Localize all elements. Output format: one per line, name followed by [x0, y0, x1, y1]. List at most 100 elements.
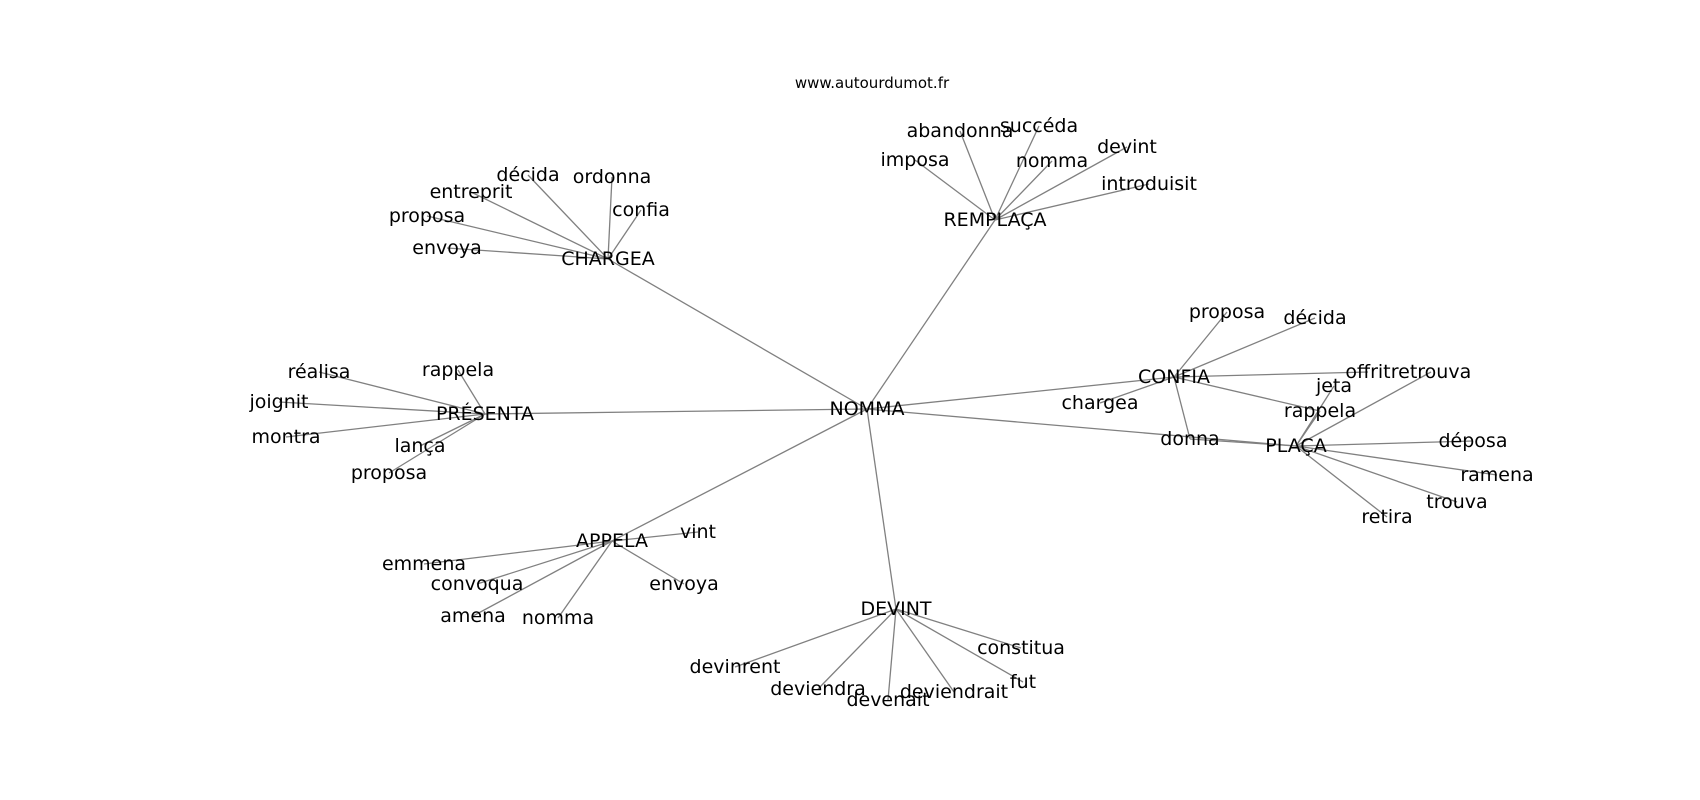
edge-devint-0 [895, 608, 1022, 649]
node-hub-placa[interactable]: PLAÇA [1265, 435, 1326, 457]
node-leaf-appela-5[interactable]: nomma [522, 607, 594, 629]
edge-remplaca-4 [994, 146, 1128, 221]
node-leaf-remplaca-5[interactable]: introduisit [1101, 173, 1197, 195]
edge-placa-7 [1189, 438, 1297, 447]
node-hub-remplaca[interactable]: REMPLAÇA [943, 209, 1046, 231]
node-leaf-appela-0[interactable]: vint [680, 521, 716, 543]
edge-devint-4 [895, 608, 955, 693]
node-leaf-devint-5[interactable]: devenait [846, 689, 929, 711]
node-leaf-placa-0[interactable]: retrouva [1391, 361, 1471, 383]
node-leaf-confia-4[interactable]: rappela [1284, 400, 1356, 422]
node-leaf-remplaca-0[interactable]: abandonna [907, 120, 1014, 142]
edge-presenta-1 [457, 369, 486, 415]
node-leaf-chargea-4[interactable]: confia [612, 199, 670, 221]
edge-confia-2 [1099, 376, 1175, 404]
node-leaf-placa-4[interactable]: ramena [1460, 464, 1533, 486]
node-leaf-confia-5[interactable]: offrit [1345, 361, 1390, 383]
node-leaf-presenta-1[interactable]: rappela [422, 359, 494, 381]
edge-center-chargea [607, 258, 868, 410]
edge-chargea-0 [527, 174, 609, 260]
edge-confia-0 [1173, 311, 1228, 378]
edge-devint-2 [895, 608, 1024, 683]
edge-chargea-4 [607, 209, 642, 260]
edge-placa-0 [1295, 371, 1432, 447]
node-leaf-remplaca-2[interactable]: imposa [880, 149, 949, 171]
edge-presenta-4 [419, 413, 486, 447]
edge-confia-1 [1173, 317, 1316, 378]
edge-chargea-3 [426, 215, 609, 260]
edge-remplaca-2 [914, 159, 996, 221]
node-leaf-placa-6[interactable]: retira [1361, 506, 1412, 528]
edge-appela-2 [476, 540, 613, 585]
edge-center-appela [611, 408, 868, 542]
node-leaf-appela-1[interactable]: emmena [382, 553, 466, 575]
node-leaf-presenta-0[interactable]: réalisa [288, 361, 351, 383]
edge-appela-5 [557, 540, 613, 619]
edge-placa-5 [1295, 445, 1458, 503]
edge-presenta-5 [388, 413, 486, 474]
node-leaf-appela-2[interactable]: convoqua [431, 573, 524, 595]
edge-devint-1 [734, 608, 897, 668]
edge-appela-4 [472, 540, 613, 617]
edge-chargea-1 [607, 176, 613, 260]
node-leaf-appela-3[interactable]: envoya [649, 573, 719, 595]
node-leaf-confia-3[interactable]: donna [1160, 428, 1219, 450]
node-leaf-remplaca-1[interactable]: succéda [1000, 115, 1078, 137]
edge-chargea-5 [446, 247, 609, 260]
node-leaf-presenta-4[interactable]: lança [394, 435, 445, 457]
source-website: www.autourdumot.fr [795, 74, 950, 92]
edge-presenta-0 [318, 371, 486, 415]
node-leaf-presenta-5[interactable]: proposa [351, 462, 427, 484]
edge-devint-5 [887, 608, 897, 701]
edge-center-devint [866, 408, 897, 610]
edge-placa-3 [1295, 440, 1474, 447]
node-leaf-chargea-5[interactable]: envoya [412, 237, 482, 259]
edge-remplaca-3 [994, 160, 1053, 221]
node-leaf-remplaca-3[interactable]: nomma [1016, 150, 1088, 172]
edge-confia-5 [1173, 371, 1369, 378]
edge-appela-0 [611, 531, 699, 542]
edge-appela-3 [611, 540, 685, 585]
node-leaf-devint-0[interactable]: constitua [977, 637, 1065, 659]
node-hub-confia[interactable]: CONFIA [1138, 366, 1210, 388]
edge-remplaca-5 [994, 183, 1150, 221]
node-hub-appela[interactable]: APPELA [576, 530, 648, 552]
edge-confia-3 [1173, 376, 1191, 440]
node-hub-devint[interactable]: DEVINT [860, 598, 931, 620]
node-leaf-placa-3[interactable]: déposa [1439, 430, 1508, 452]
node-hub-chargea[interactable]: CHARGEA [561, 248, 654, 270]
node-leaf-remplaca-4[interactable]: devint [1097, 136, 1157, 158]
edge-placa-2 [1295, 410, 1321, 447]
node-leaf-presenta-2[interactable]: joignit [248, 391, 308, 413]
node-leaf-appela-4[interactable]: amena [440, 605, 506, 627]
node-leaf-chargea-1[interactable]: ordonna [573, 166, 652, 188]
node-leaf-confia-0[interactable]: proposa [1189, 301, 1265, 323]
node-leaf-chargea-2[interactable]: entreprit [430, 181, 513, 203]
node-leaf-presenta-3[interactable]: montra [251, 426, 320, 448]
edge-presenta-3 [285, 413, 486, 438]
edge-remplaca-1 [994, 125, 1040, 221]
node-leaf-placa-5[interactable]: trouva [1426, 491, 1487, 513]
node-center-nomma[interactable]: NOMMA [830, 398, 905, 420]
node-leaf-devint-1[interactable]: devinrent [690, 656, 781, 678]
edge-center-placa [866, 408, 1297, 447]
node-leaf-placa-1[interactable]: jeta [1315, 375, 1352, 397]
edge-center-confia [866, 376, 1175, 410]
edge-appela-1 [423, 540, 613, 565]
node-leaf-chargea-3[interactable]: proposa [389, 205, 465, 227]
node-hub-presenta[interactable]: PRÉSENTA [436, 402, 534, 425]
edge-chargea-2 [470, 191, 609, 260]
node-leaf-devint-3[interactable]: deviendra [770, 678, 866, 700]
node-leaf-confia-2[interactable]: chargea [1061, 392, 1138, 414]
node-leaf-devint-2[interactable]: fut [1010, 671, 1036, 693]
edge-confia-4 [1173, 376, 1321, 412]
edge-remplaca-0 [959, 130, 996, 221]
node-leaf-chargea-0[interactable]: décida [496, 164, 559, 186]
edge-devint-3 [817, 608, 897, 690]
edges-layer [278, 125, 1498, 701]
node-leaf-devint-4[interactable]: deviendrait [900, 681, 1008, 703]
node-leaf-confia-1[interactable]: décida [1283, 307, 1346, 329]
edge-center-presenta [484, 408, 868, 415]
